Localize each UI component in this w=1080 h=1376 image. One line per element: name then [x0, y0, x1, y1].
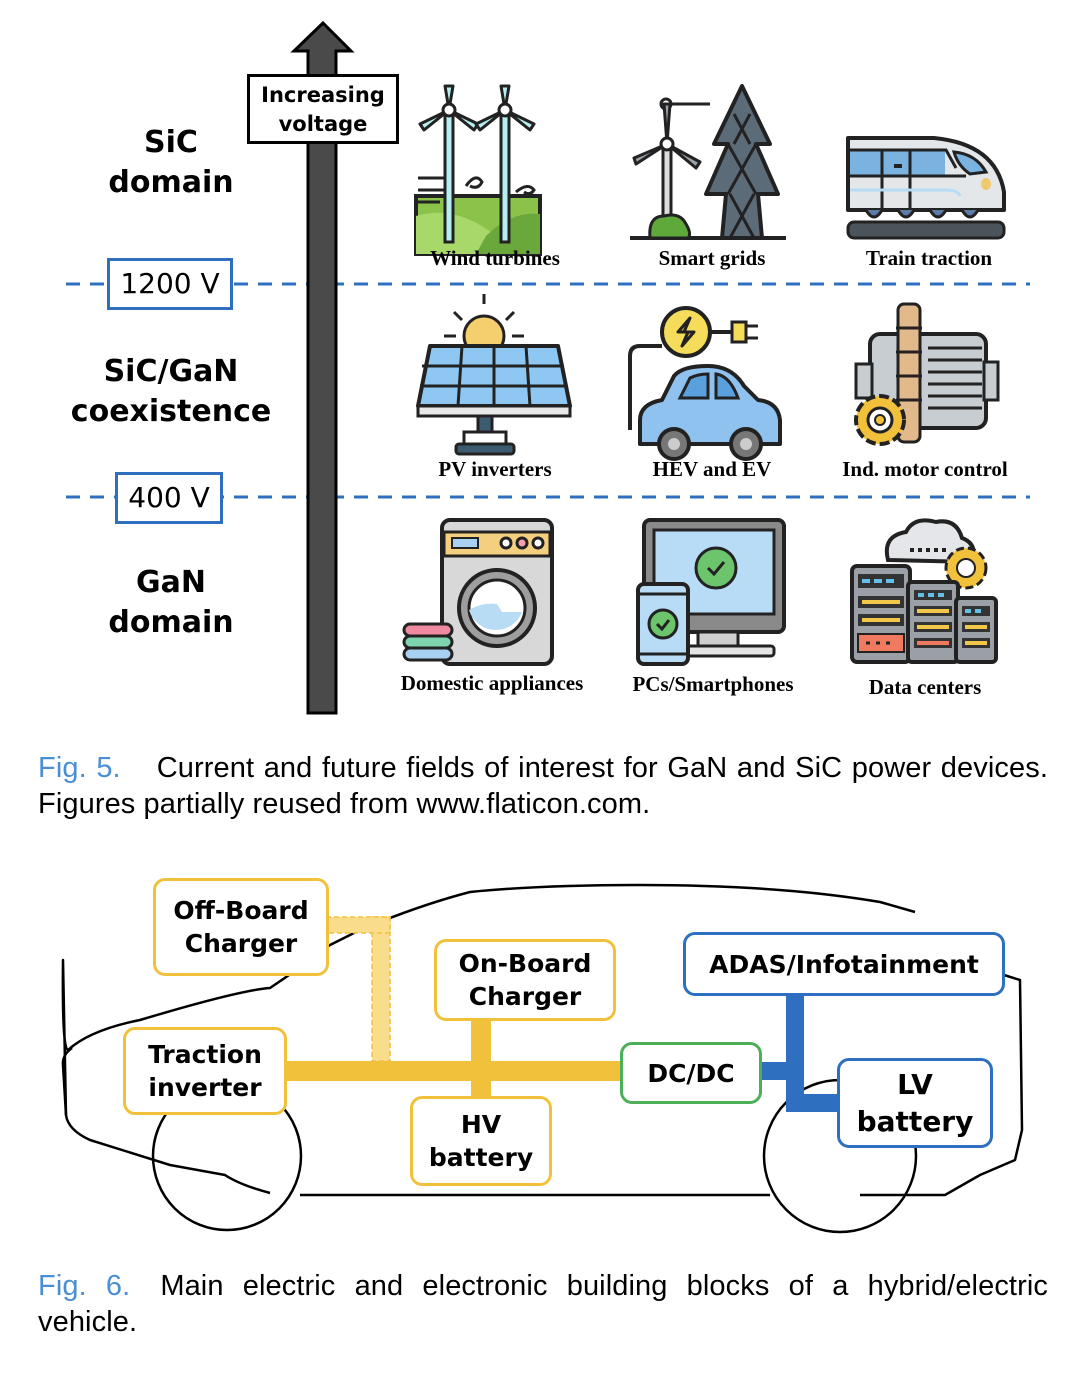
app-label-pv-inverters: PV inverters	[438, 457, 552, 481]
car-body-outline	[61, 883, 1024, 1197]
block-hv-battery: HV battery	[410, 1096, 552, 1186]
block-dc-dc: DC/DC	[620, 1042, 762, 1104]
block-label-line: battery	[856, 1105, 974, 1138]
arrow-label-line-2: voltage	[278, 112, 368, 136]
domain-label-gan: GaN domain	[51, 563, 291, 643]
app-label-smart-grids: Smart grids	[658, 246, 766, 270]
figure-6-caption: Fig. 6.Main electric and electronic buil…	[38, 1268, 1048, 1340]
power-grid-icon	[630, 84, 786, 240]
app-label-wind-turbines: Wind turbines	[430, 246, 560, 270]
block-label-line: LV	[897, 1068, 933, 1101]
server-cloud-icon	[850, 518, 998, 664]
lv-bus-dcdc-link	[758, 1062, 794, 1080]
arrow-label-line-1: Increasing	[261, 83, 385, 107]
offboard-link-vertical	[371, 916, 391, 1062]
domain-label-sic: SiC domain	[51, 123, 291, 203]
figure-6-caption-text: Main electric and electronic building bl…	[38, 1270, 1048, 1338]
block-label-line: Traction	[148, 1040, 262, 1069]
lv-bus-vertical	[786, 994, 804, 1110]
figure-6-number: Fig. 6.	[38, 1270, 131, 1302]
figure-5-caption: Fig. 5.Current and future fields of inte…	[38, 750, 1048, 822]
domain-label-line: domain	[108, 165, 234, 200]
block-label-line: Charger	[184, 929, 298, 958]
hv-bus-onboard-link	[471, 1016, 491, 1100]
voltage-arrow-icon	[290, 20, 355, 715]
block-traction-inverter: Traction inverter	[123, 1027, 287, 1115]
arrow-label-box: Increasing voltage	[247, 74, 399, 144]
motor-gear-icon	[854, 302, 1000, 446]
domain-label-line: domain	[108, 605, 234, 640]
app-label-motor-control: Ind. motor control	[842, 457, 1008, 481]
electric-car-icon	[628, 306, 782, 461]
block-label-line: DC/DC	[647, 1058, 735, 1088]
washing-machine-icon	[402, 518, 554, 666]
block-label-line: Charger	[468, 982, 582, 1011]
computer-phone-icon	[636, 518, 786, 666]
app-label-domestic-appliances: Domestic appliances	[400, 671, 584, 695]
lv-bus-battery-link	[786, 1094, 842, 1112]
threshold-label-400v: 400 V	[115, 472, 223, 524]
app-label-data-centers: Data centers	[868, 675, 982, 699]
domain-label-line: GaN	[136, 565, 206, 600]
app-label-train-traction: Train traction	[865, 246, 993, 270]
threshold-label-1200v: 1200 V	[107, 258, 233, 310]
block-lv-battery: LV battery	[837, 1058, 993, 1148]
hv-bus-main	[280, 1061, 622, 1081]
domain-label-line: SiC/GaN	[103, 354, 239, 389]
block-label-line: On-Board	[458, 949, 592, 978]
block-off-board-charger: Off-Board Charger	[153, 878, 329, 976]
block-label-line: Off-Board	[173, 896, 309, 925]
app-label-hev-ev: HEV and EV	[652, 457, 772, 481]
application-icons	[402, 84, 1006, 666]
block-label-line: HV	[460, 1110, 502, 1139]
figure-5-number: Fig. 5.	[38, 752, 121, 784]
domain-label-line: coexistence	[70, 394, 272, 429]
app-label-pcs-smartphones: PCs/Smartphones	[632, 672, 794, 696]
block-adas-infotainment: ADAS/Infotainment	[683, 932, 1005, 996]
domain-label-line: SiC	[144, 125, 198, 160]
block-label-line: ADAS/Infotainment	[709, 949, 979, 979]
solar-panel-icon	[416, 294, 572, 456]
wind-turbines-icon	[414, 84, 542, 256]
block-on-board-charger: On-Board Charger	[434, 939, 616, 1021]
threshold-lines	[66, 282, 1030, 499]
block-label-line: inverter	[148, 1073, 262, 1102]
offboard-link-horizontal	[325, 916, 391, 934]
block-label-line: battery	[428, 1143, 534, 1172]
train-icon	[846, 136, 1006, 240]
figure-5-caption-text: Current and future fields of interest fo…	[38, 752, 1048, 820]
domain-label-coexistence: SiC/GaN coexistence	[51, 352, 291, 432]
